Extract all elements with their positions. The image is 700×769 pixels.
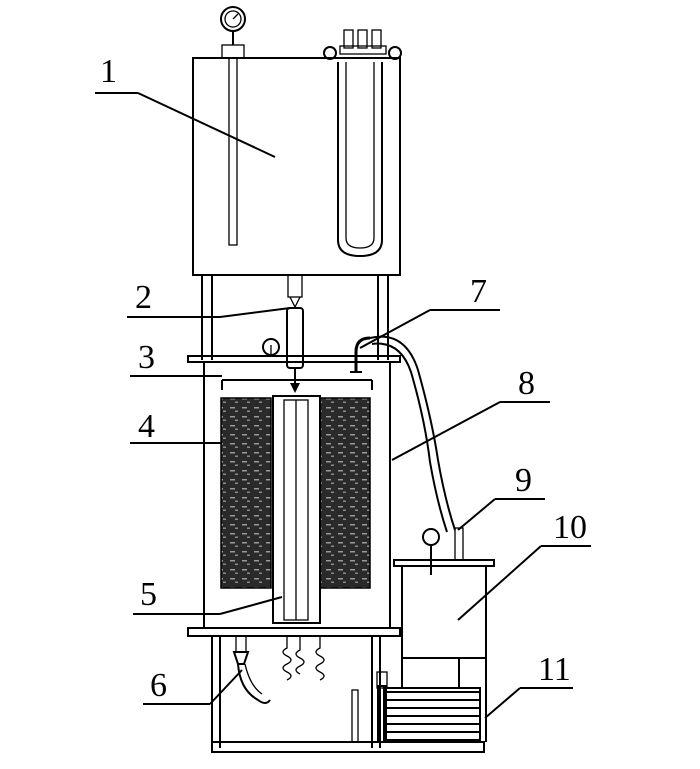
label-6: 6 bbox=[150, 667, 167, 704]
label-3: 3 bbox=[138, 339, 155, 376]
label-5: 5 bbox=[140, 576, 157, 613]
label-1: 1 bbox=[100, 53, 117, 90]
pump-unit bbox=[376, 671, 481, 743]
label-9: 9 bbox=[515, 462, 532, 499]
label-2: 2 bbox=[135, 279, 152, 316]
label-11: 11 bbox=[538, 651, 571, 688]
main-vessel bbox=[187, 336, 401, 637]
connecting-hose bbox=[369, 335, 456, 533]
top-tank bbox=[192, 6, 402, 276]
lower-frame bbox=[211, 635, 485, 753]
dropper-valve bbox=[286, 274, 304, 393]
leader-lines bbox=[95, 92, 591, 719]
label-7: 7 bbox=[470, 273, 487, 310]
label-4: 4 bbox=[138, 408, 155, 445]
label-8: 8 bbox=[518, 365, 535, 402]
label-10: 10 bbox=[553, 509, 587, 546]
small-tank bbox=[393, 527, 495, 742]
